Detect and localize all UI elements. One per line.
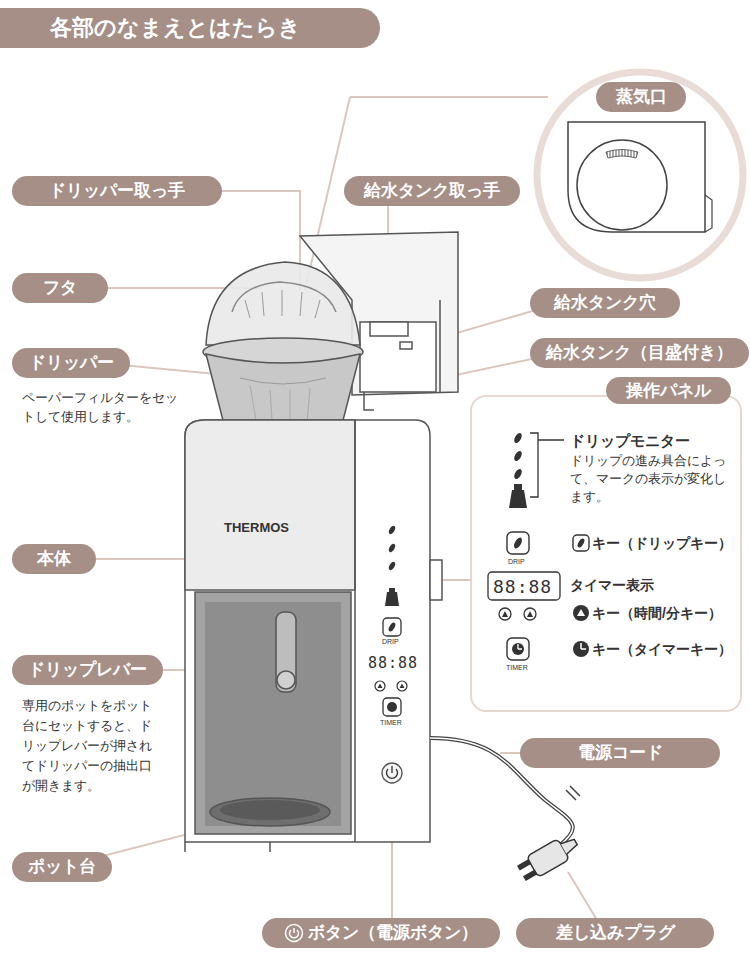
part-name: 蒸気口 bbox=[616, 86, 667, 108]
power-icon bbox=[284, 923, 304, 943]
part-label: ドリッパー取っ手 bbox=[12, 176, 222, 206]
part-name: ドリッパー取っ手 bbox=[49, 180, 185, 202]
part-name: 給水タンク取っ手 bbox=[364, 180, 500, 202]
part-label: フタ bbox=[12, 273, 108, 303]
description-text: 専用のポットをポット台にセットすると、ドリップレバーが押されてドリッパーの抽出口… bbox=[22, 696, 162, 796]
part-name: フタ bbox=[43, 277, 77, 299]
part-label: ポット台 bbox=[12, 852, 112, 882]
part-name: ドリッパー bbox=[29, 352, 114, 374]
part-label: 給水タンク穴 bbox=[530, 288, 680, 318]
main-body bbox=[185, 420, 442, 852]
part-label: 電源コード bbox=[520, 738, 720, 768]
title-band: 各部のなまえとはたらき bbox=[0, 8, 380, 48]
panel-heading: 操作パネル bbox=[606, 377, 731, 404]
description-text: ドリップの進み具合によって、マークの表示が変化します。 bbox=[570, 452, 734, 506]
label-text: ドリップモニター bbox=[570, 431, 690, 451]
part-name: 差し込みプラグ bbox=[556, 922, 675, 944]
label-text: キー（時間/分キー） bbox=[592, 604, 722, 622]
part-label: 給水タンク取っ手 bbox=[344, 176, 520, 206]
display-digits: 88:88 bbox=[368, 653, 418, 673]
leader-lines bbox=[60, 97, 600, 925]
power-icon-mark bbox=[290, 928, 299, 938]
part-label: ドリッパー bbox=[12, 348, 130, 378]
label-text: DRIP bbox=[508, 557, 525, 566]
label-text: DRIP bbox=[382, 637, 399, 646]
part-name: 電源コード bbox=[578, 742, 663, 764]
label-text: TIMER bbox=[506, 663, 528, 672]
part-name: ポット台 bbox=[28, 856, 96, 878]
label-text: キー（タイマーキー） bbox=[592, 640, 732, 658]
label-text: キー（ドリップキー） bbox=[592, 534, 732, 552]
dripper bbox=[203, 262, 363, 440]
part-label: 本体 bbox=[12, 544, 96, 574]
part-name: 給水タンク（目盛付き） bbox=[546, 342, 733, 364]
steam-outlet-callout bbox=[537, 72, 743, 278]
part-name: 本体 bbox=[37, 548, 71, 570]
label-text: THERMOS bbox=[224, 519, 289, 536]
machine-panel-icons bbox=[375, 525, 407, 783]
part-label: 蒸気口 bbox=[596, 82, 686, 112]
part-label: 給水タンク（目盛付き） bbox=[530, 338, 749, 368]
part-name: ドリップレバー bbox=[28, 659, 147, 681]
label-text: タイマー表示 bbox=[570, 576, 654, 594]
part-label: 差し込みプラグ bbox=[516, 918, 714, 948]
part-label: ドリップレバー bbox=[12, 655, 163, 685]
label-text: TIMER bbox=[380, 718, 402, 727]
description-text: ペーパーフィルターをセットして使用します。 bbox=[22, 388, 182, 426]
power-icon-ring bbox=[286, 925, 303, 942]
part-name: 給水タンク穴 bbox=[554, 292, 656, 314]
part-name: ボタン（電源ボタン） bbox=[308, 922, 478, 944]
display-digits: 88:88 bbox=[493, 575, 552, 598]
part-label: ボタン（電源ボタン） bbox=[262, 918, 500, 948]
